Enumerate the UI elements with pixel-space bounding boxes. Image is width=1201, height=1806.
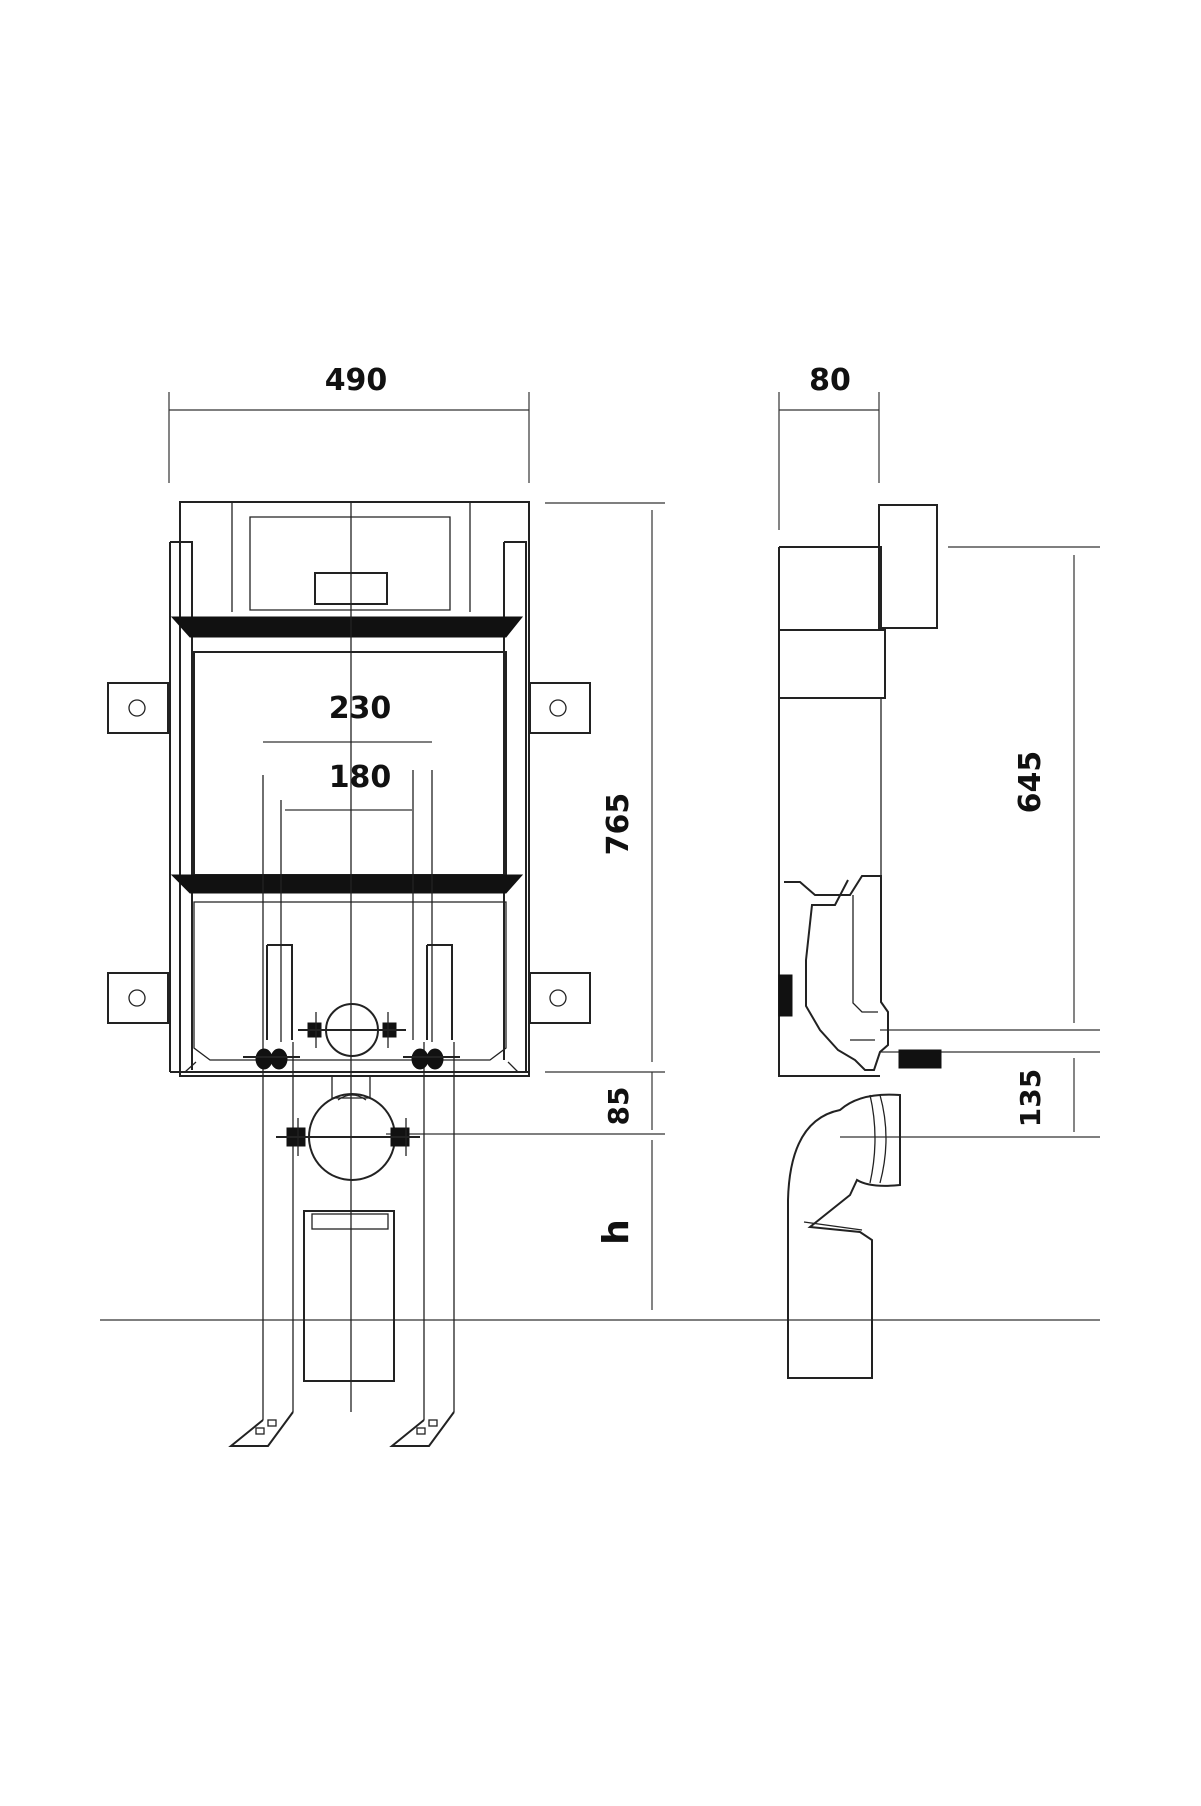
actuator-box	[878, 504, 938, 629]
dim-height-actuator-label: 645	[1013, 751, 1048, 814]
pan-connector	[787, 1093, 901, 1379]
bracket-hole-icon	[128, 989, 146, 1007]
bracket-hole-icon	[128, 699, 146, 717]
dim-offset-outlet-label: 135	[1014, 1069, 1047, 1127]
flush-actuator-opening	[314, 572, 388, 605]
drain-pipe	[303, 1210, 395, 1382]
support-legs	[228, 770, 455, 1447]
dim-height-frame-label: 765	[601, 793, 636, 856]
front-view-frame	[169, 501, 530, 1412]
dim-width-front-label: 490	[325, 363, 388, 398]
wall-brackets	[107, 682, 591, 1024]
dim-spacing-outer-label: 230	[329, 691, 392, 726]
dimension-lines	[100, 392, 1100, 1321]
water-inlet	[898, 1049, 942, 1069]
dim-offset-drain-label: 85	[602, 1087, 635, 1126]
dim-depth-side-label: 80	[809, 363, 851, 398]
inlet-connector	[298, 1003, 406, 1057]
lower-crossbar	[170, 874, 524, 894]
anchor-bolts	[243, 1048, 460, 1070]
dim-spacing-inner-label: 180	[329, 760, 392, 795]
drain-connector	[276, 1076, 420, 1382]
bracket-hole-icon	[549, 699, 567, 717]
dim-height-variable-label: h	[596, 1219, 637, 1245]
side-fitting	[778, 974, 793, 1017]
upper-crossbar	[170, 616, 524, 638]
bracket-hole-icon	[549, 989, 567, 1007]
side-view	[778, 504, 942, 1379]
